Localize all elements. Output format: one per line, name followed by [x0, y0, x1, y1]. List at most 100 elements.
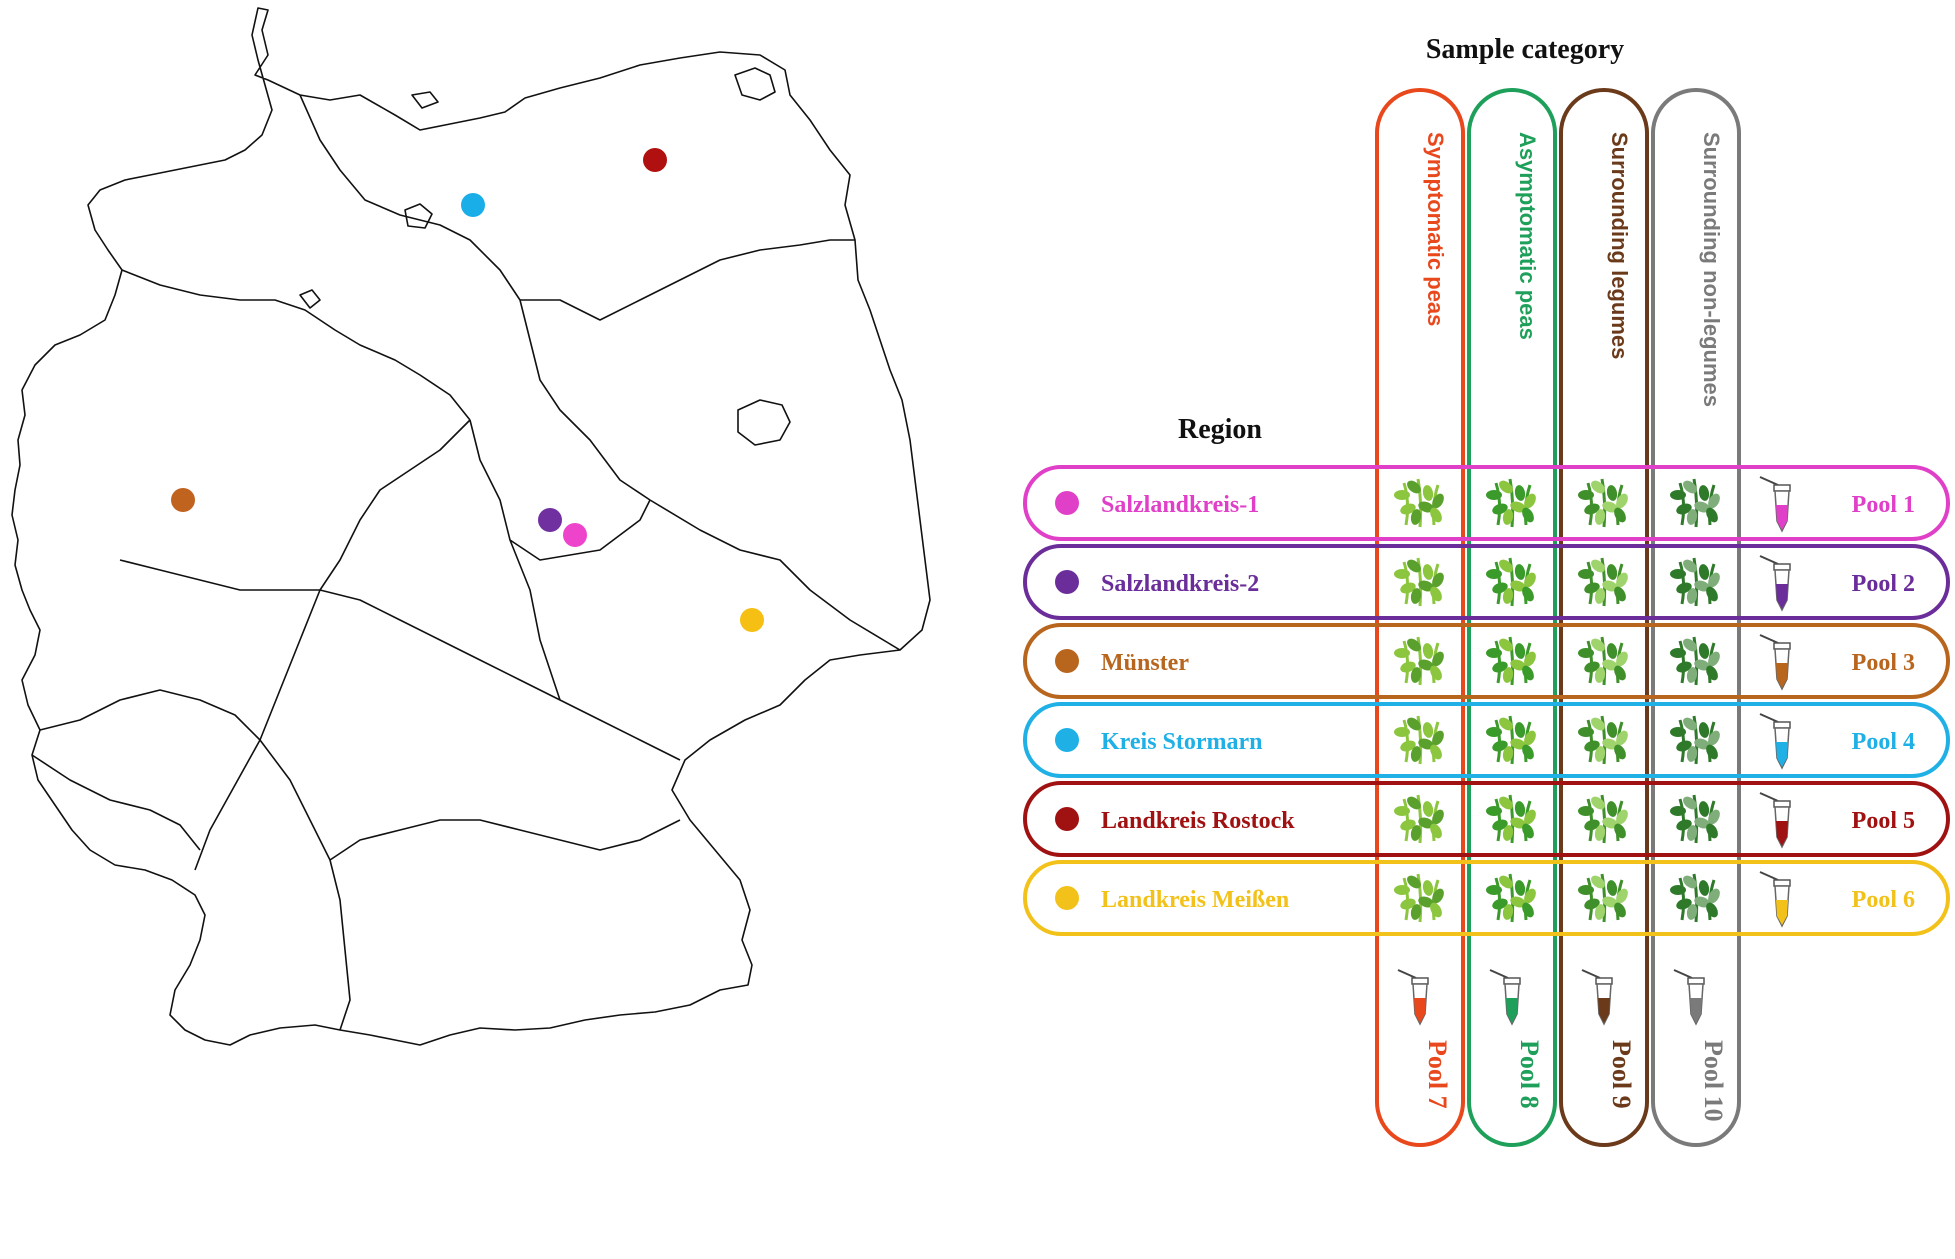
region-row-outline	[1023, 781, 1950, 857]
category-label: Asymptomatic peas	[1515, 132, 1540, 340]
non-legume-plant-icon	[1670, 873, 1720, 923]
bremen-border	[299, 289, 321, 309]
state-border	[194, 589, 321, 871]
region-pool-label: Pool 5	[1852, 808, 1915, 834]
sample-tube-icon	[1759, 476, 1791, 533]
pea-plant-asymptomatic-icon	[1486, 873, 1536, 923]
germany-map	[11, 7, 931, 1046]
pea-plant-asymptomatic-icon	[1486, 557, 1536, 607]
region-color-dot	[1055, 649, 1079, 673]
region-color-dot	[1055, 886, 1079, 910]
legume-plant-icon	[1578, 636, 1628, 686]
legume-plant-icon	[1578, 478, 1628, 528]
pea-plant-symptomatic-icon	[1394, 715, 1444, 765]
region-label: Landkreis Rostock	[1101, 808, 1295, 834]
state-border	[469, 419, 651, 561]
region-pool-label: Pool 3	[1852, 650, 1915, 676]
pea-plant-asymptomatic-icon	[1486, 478, 1536, 528]
sample-tube-icon	[1759, 634, 1791, 691]
region-row: Landkreis Meißen Pool 6	[1023, 860, 1950, 936]
pea-plant-asymptomatic-icon	[1486, 794, 1536, 844]
marker-muenster	[171, 488, 195, 512]
state-border	[319, 589, 681, 761]
sample-tube-icon	[1759, 871, 1791, 928]
region-label: Münster	[1101, 650, 1189, 676]
category-pool-label: Pool 9	[1607, 1040, 1636, 1109]
state-border	[119, 559, 320, 591]
state-border	[121, 269, 471, 421]
state-border	[509, 539, 561, 701]
region-row: Landkreis Rostock Pool 5	[1023, 781, 1950, 857]
region-row-outline	[1023, 623, 1950, 699]
region-row: Kreis Stormarn Pool 4	[1023, 702, 1950, 778]
region-label: Kreis Stormarn	[1101, 729, 1263, 755]
sample-tube-icon	[1759, 713, 1791, 770]
sample-tube-icon	[1581, 969, 1613, 1026]
state-border	[519, 299, 651, 501]
region-color-dot	[1055, 570, 1079, 594]
region-label: Landkreis Meißen	[1101, 887, 1289, 913]
legume-plant-icon	[1578, 873, 1628, 923]
region-pool-label: Pool 6	[1852, 887, 1915, 913]
category-label: Surrounding legumes	[1607, 132, 1632, 359]
berlin-border	[737, 399, 791, 446]
region-color-dot	[1055, 491, 1079, 515]
region-pool-label: Pool 2	[1852, 571, 1915, 597]
state-border	[31, 754, 201, 851]
sample-tube-icon	[1397, 969, 1429, 1026]
state-border	[649, 499, 901, 651]
region-color-dot	[1055, 728, 1079, 752]
island-fehmarn	[411, 91, 439, 109]
region-row-outline	[1023, 702, 1950, 778]
region-row: Salzlandkreis-1 Pool 1	[1023, 465, 1950, 541]
region-row-outline	[1023, 544, 1950, 620]
category-pool-label: Pool 10	[1699, 1040, 1728, 1122]
sampling-matrix: Sample category Region Symptomatic peasP…	[1023, 34, 1950, 1147]
region-pool-label: Pool 1	[1852, 492, 1915, 518]
region-label: Salzlandkreis-2	[1101, 571, 1259, 597]
marker-landkreis-meissen	[740, 608, 764, 632]
marker-salzlandkreis-2	[538, 508, 562, 532]
state-border	[259, 739, 351, 1031]
pea-plant-symptomatic-icon	[1394, 478, 1444, 528]
state-border	[299, 94, 521, 301]
region-row: Salzlandkreis-2 Pool 2	[1023, 544, 1950, 620]
sample-tube-icon	[1673, 969, 1705, 1026]
island-ruegen	[734, 67, 776, 101]
legume-plant-icon	[1578, 557, 1628, 607]
non-legume-plant-icon	[1670, 636, 1720, 686]
hamburg-border	[404, 203, 433, 229]
region-pool-label: Pool 4	[1852, 729, 1915, 755]
sample-tube-icon	[1489, 969, 1521, 1026]
pea-plant-symptomatic-icon	[1394, 636, 1444, 686]
region-color-dot	[1055, 807, 1079, 831]
state-border	[319, 419, 471, 591]
non-legume-plant-icon	[1670, 794, 1720, 844]
sample-tube-icon	[1759, 792, 1791, 849]
category-label: Surrounding non-legumes	[1699, 132, 1724, 407]
sample-tube-icon	[1759, 555, 1791, 612]
non-legume-plant-icon	[1670, 557, 1720, 607]
marker-salzlandkreis-1	[563, 523, 587, 547]
marker-kreis-stormarn	[461, 193, 485, 217]
region-label: Salzlandkreis-1	[1101, 492, 1259, 518]
region-row-outline	[1023, 860, 1950, 936]
region-row-outline	[1023, 465, 1950, 541]
state-border	[520, 239, 855, 321]
pea-plant-asymptomatic-icon	[1486, 715, 1536, 765]
category-pool-label: Pool 8	[1515, 1040, 1544, 1109]
germany-outline	[11, 7, 931, 1046]
non-legume-plant-icon	[1670, 478, 1720, 528]
sample-category-title: Sample category	[1426, 34, 1624, 65]
category-pool-label: Pool 7	[1423, 1040, 1452, 1109]
region-row: Münster Pool 3	[1023, 623, 1950, 699]
non-legume-plant-icon	[1670, 715, 1720, 765]
map-markers	[171, 148, 764, 632]
legume-plant-icon	[1578, 794, 1628, 844]
marker-landkreis-rostock	[643, 148, 667, 172]
state-border	[329, 819, 681, 861]
pea-plant-symptomatic-icon	[1394, 794, 1444, 844]
pea-plant-symptomatic-icon	[1394, 557, 1444, 607]
state-border	[39, 689, 261, 741]
